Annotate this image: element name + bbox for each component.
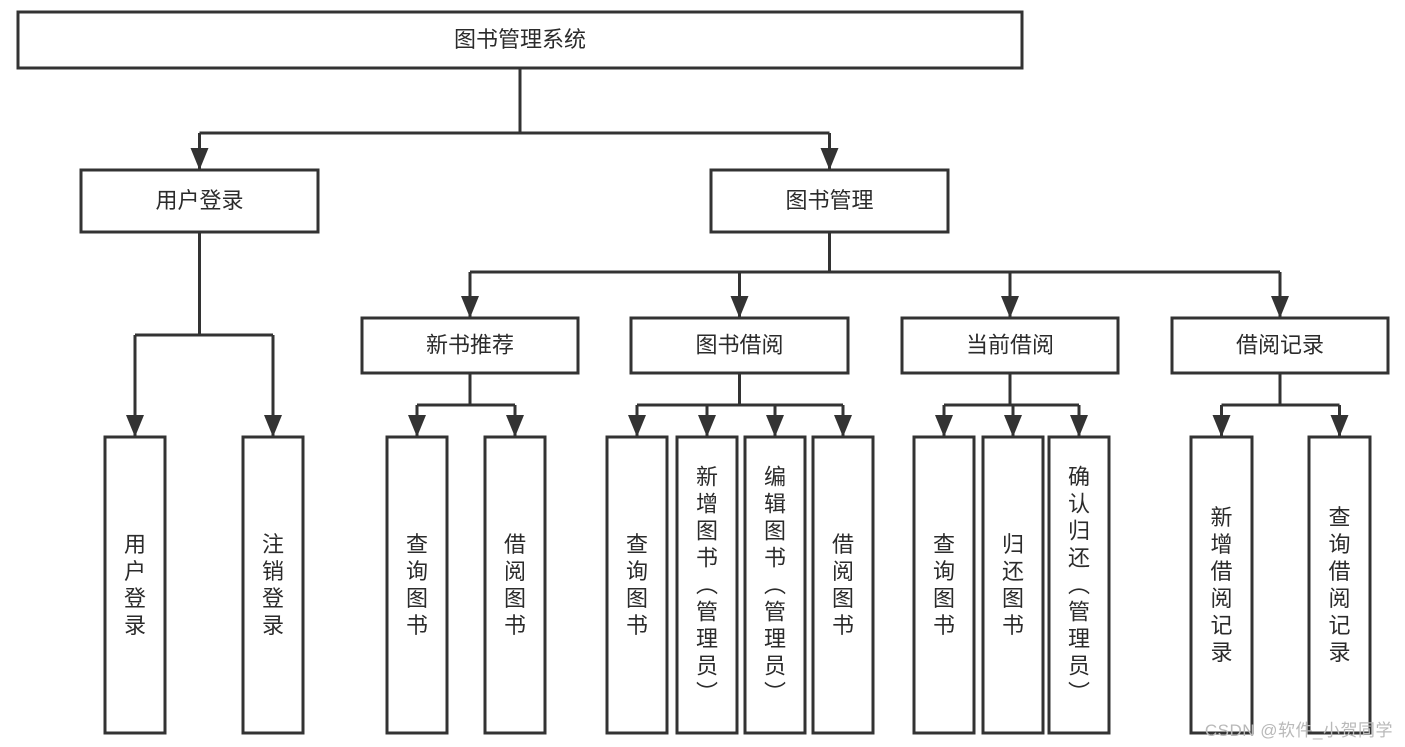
node-leaf-确认归还管理员-10[interactable]: 确认归还︵管理员︶ bbox=[1047, 435, 1111, 735]
node-box bbox=[1047, 435, 1111, 735]
arrow-head-icon-current-0 bbox=[935, 415, 953, 437]
arrow-head-icon-book-mgmt-1 bbox=[730, 296, 749, 318]
node-box bbox=[675, 435, 739, 735]
connector-layer bbox=[126, 68, 1349, 437]
node-box bbox=[912, 435, 976, 735]
node-box bbox=[743, 435, 807, 735]
node-level3-图书借阅-1[interactable]: 图书借阅 bbox=[629, 316, 850, 375]
arrow-head-icon-record-1 bbox=[1330, 415, 1349, 437]
node-label: 编辑图书︵管理员︶ bbox=[764, 465, 786, 706]
arrow-head-icon-record-0 bbox=[1212, 415, 1231, 437]
arrow-head-icon-user-login-1 bbox=[264, 415, 282, 437]
node-leaf-借阅图书-7[interactable]: 借阅图书 bbox=[811, 435, 875, 735]
arrow-head-icon-new-book-1 bbox=[506, 415, 524, 437]
arrow-head-icon-borrow-3 bbox=[834, 415, 852, 437]
node-level3-借阅记录-3[interactable]: 借阅记录 bbox=[1170, 316, 1390, 375]
node-leaf-查询借阅记录-12[interactable]: 查询借阅记录 bbox=[1307, 435, 1372, 735]
node-layer: 图书管理系统用户登录图书管理新书推荐图书借阅当前借阅借阅记录用户登录注销登录查询… bbox=[16, 10, 1390, 735]
node-label: 新增图书︵管理员︶ bbox=[696, 465, 718, 706]
node-root-图书管理系统[interactable]: 图书管理系统 bbox=[16, 10, 1024, 70]
node-level2-图书管理-1[interactable]: 图书管理 bbox=[709, 168, 950, 234]
node-label: 图书借阅 bbox=[695, 332, 783, 357]
node-label: 图书管理 bbox=[785, 188, 873, 213]
node-label: 图书管理系统 bbox=[454, 27, 586, 52]
node-box bbox=[629, 316, 850, 375]
arrow-head-icon-root-0 bbox=[190, 148, 209, 170]
node-box bbox=[1307, 435, 1372, 735]
node-leaf-归还图书-9[interactable]: 归还图书 bbox=[981, 435, 1045, 735]
node-label: 用户登录 bbox=[124, 532, 146, 638]
node-label: 当前借阅 bbox=[966, 332, 1054, 357]
node-level2-用户登录-0[interactable]: 用户登录 bbox=[79, 168, 320, 234]
node-label: 注销登录 bbox=[262, 532, 284, 638]
arrow-head-icon-current-2 bbox=[1070, 415, 1088, 437]
arrow-head-icon-book-mgmt-2 bbox=[1001, 296, 1019, 318]
node-box bbox=[1170, 316, 1390, 375]
arrow-head-icon-current-1 bbox=[1004, 415, 1022, 437]
node-label: 借阅图书 bbox=[832, 532, 854, 638]
node-box bbox=[811, 435, 875, 735]
arrow-head-icon-root-1 bbox=[820, 148, 839, 170]
node-box bbox=[385, 435, 449, 735]
node-box bbox=[709, 168, 950, 234]
node-leaf-查询图书-8[interactable]: 查询图书 bbox=[912, 435, 976, 735]
node-box bbox=[605, 435, 669, 735]
node-leaf-借阅图书-3[interactable]: 借阅图书 bbox=[483, 435, 547, 735]
arrow-head-icon-new-book-0 bbox=[408, 415, 426, 437]
node-label: 借阅图书 bbox=[504, 532, 526, 638]
node-label: 用户登录 bbox=[155, 188, 243, 213]
arrow-head-icon-borrow-1 bbox=[698, 415, 716, 437]
node-leaf-查询图书-4[interactable]: 查询图书 bbox=[605, 435, 669, 735]
node-box bbox=[79, 168, 320, 234]
node-box bbox=[360, 316, 580, 375]
node-leaf-用户登录-0[interactable]: 用户登录 bbox=[103, 435, 167, 735]
node-label: 确认归还︵管理员︶ bbox=[1068, 465, 1090, 706]
arrow-head-icon-user-login-0 bbox=[126, 415, 144, 437]
node-leaf-注销登录-1[interactable]: 注销登录 bbox=[241, 435, 305, 735]
node-box bbox=[1189, 435, 1254, 735]
node-label: 新增借阅记录 bbox=[1210, 505, 1232, 665]
node-box bbox=[241, 435, 305, 735]
arrow-head-icon-book-mgmt-3 bbox=[1271, 296, 1289, 318]
node-box bbox=[103, 435, 167, 735]
csdn-watermark: CSDN @软件_小贺同学 bbox=[1204, 721, 1393, 740]
node-label: 查询图书 bbox=[406, 532, 428, 638]
node-label: 借阅记录 bbox=[1236, 332, 1324, 357]
arrow-head-icon-book-mgmt-0 bbox=[461, 296, 479, 318]
arrow-head-icon-borrow-2 bbox=[766, 415, 784, 437]
node-label: 查询图书 bbox=[626, 532, 648, 638]
node-box bbox=[16, 10, 1024, 70]
node-leaf-新增图书管理员-5[interactable]: 新增图书︵管理员︶ bbox=[675, 435, 739, 735]
node-leaf-新增借阅记录-11[interactable]: 新增借阅记录 bbox=[1189, 435, 1254, 735]
node-box bbox=[483, 435, 547, 735]
node-level3-当前借阅-2[interactable]: 当前借阅 bbox=[900, 316, 1120, 375]
node-label: 归还图书 bbox=[1002, 532, 1024, 638]
node-box bbox=[981, 435, 1045, 735]
node-leaf-查询图书-2[interactable]: 查询图书 bbox=[385, 435, 449, 735]
arrow-head-icon-borrow-0 bbox=[628, 415, 646, 437]
node-leaf-编辑图书管理员-6[interactable]: 编辑图书︵管理员︶ bbox=[743, 435, 807, 735]
node-label: 查询图书 bbox=[933, 532, 955, 638]
node-label: 查询借阅记录 bbox=[1328, 505, 1350, 665]
node-level3-新书推荐-0[interactable]: 新书推荐 bbox=[360, 316, 580, 375]
node-label: 新书推荐 bbox=[426, 332, 514, 357]
node-box bbox=[900, 316, 1120, 375]
